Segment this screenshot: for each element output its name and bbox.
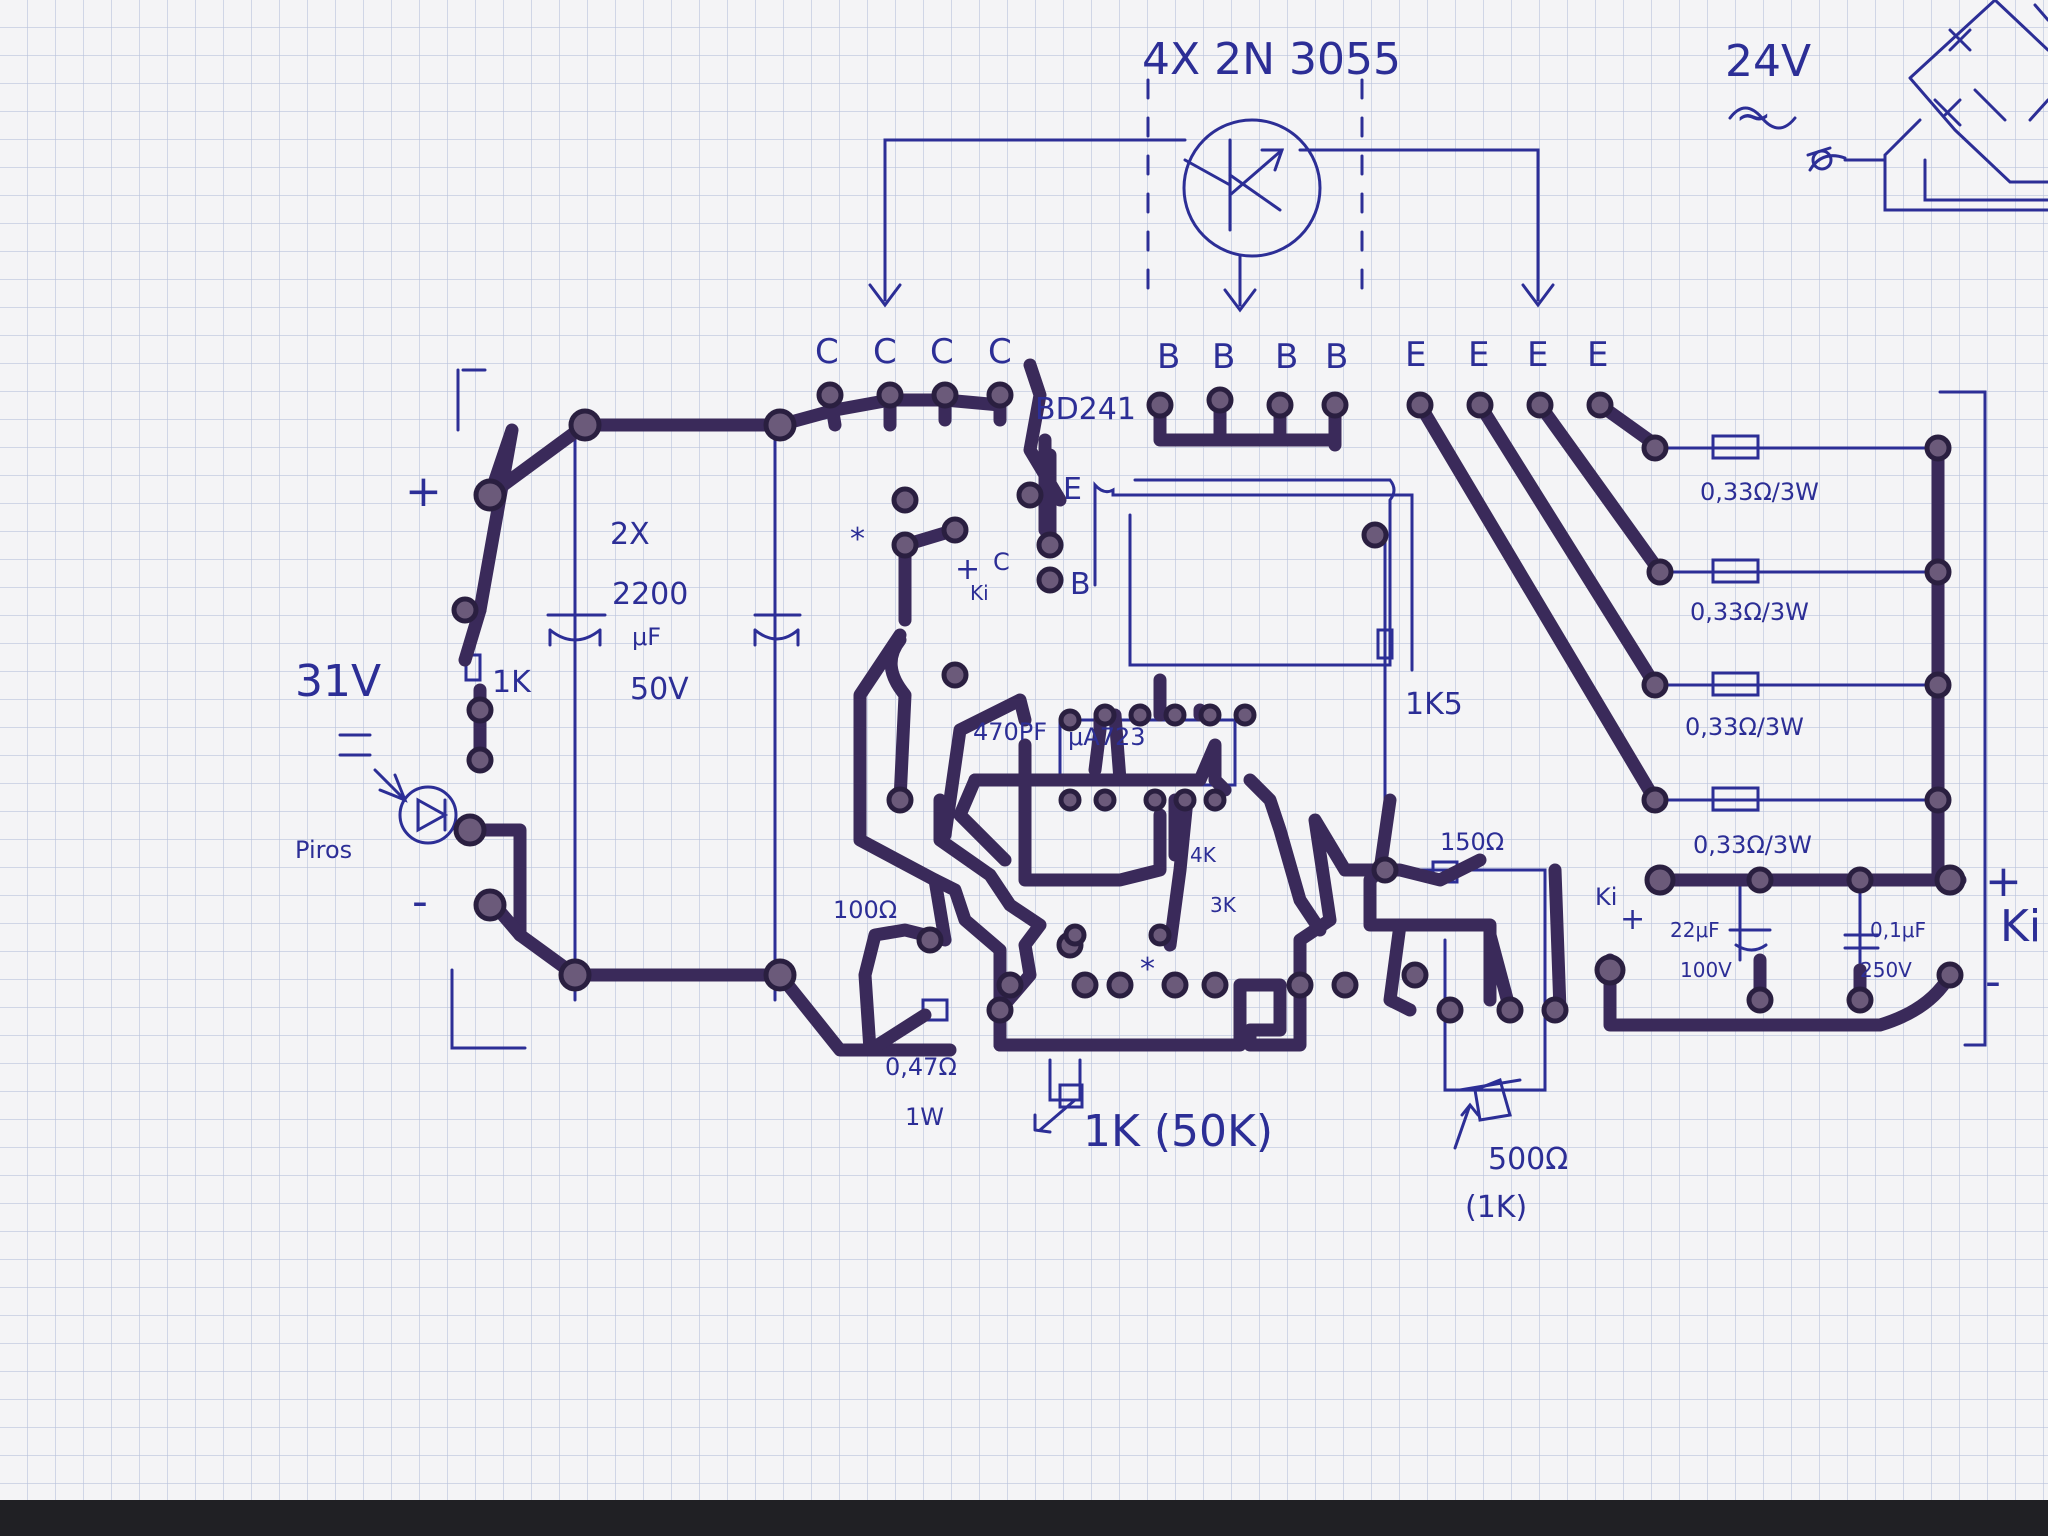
out-ki-big: Ki bbox=[2000, 901, 2042, 952]
resistor-047-power: 1W bbox=[905, 1103, 944, 1131]
emitter-pin-4: E bbox=[1587, 335, 1609, 375]
emitter-resistor-2: 0,33Ω/3W bbox=[1690, 598, 1809, 626]
ic-label: μA723 bbox=[1068, 723, 1146, 751]
star-mark-1: * bbox=[850, 522, 865, 557]
resistor-150: 150Ω bbox=[1440, 828, 1505, 856]
out-cap1-voltage: 100V bbox=[1680, 958, 1732, 982]
out-ki-label: Ki bbox=[1595, 883, 1618, 911]
small-4k: 4K bbox=[1190, 843, 1216, 867]
base-pin-2: B bbox=[1212, 337, 1236, 377]
resistor-047: 0,47Ω bbox=[885, 1053, 957, 1081]
solder-pads bbox=[451, 381, 1966, 1024]
driver-pin-c: C bbox=[993, 548, 1010, 576]
capacitor-unit: μF bbox=[632, 623, 662, 651]
bottom-shadow bbox=[0, 1500, 2048, 1536]
out-cap1-value: 22μF bbox=[1670, 918, 1720, 942]
small-3k: 3K bbox=[1210, 893, 1236, 917]
collector-pin-3: C bbox=[930, 332, 954, 372]
collector-pin-2: C bbox=[873, 332, 897, 372]
capacitor-voltage: 50V bbox=[630, 672, 689, 707]
pot-500-alt: (1K) bbox=[1465, 1190, 1528, 1225]
ac-symbol: ~ bbox=[1735, 91, 1772, 142]
driver-plus: + bbox=[955, 552, 981, 587]
base-pin-3: B bbox=[1275, 337, 1299, 377]
pot-1k: 1K (50K) bbox=[1083, 1106, 1274, 1157]
pot-500: 500Ω bbox=[1488, 1142, 1569, 1177]
emitter-pin-2: E bbox=[1468, 335, 1490, 375]
driver-pin-ki: Ki bbox=[970, 581, 989, 605]
capacitor-count: 2X bbox=[610, 517, 650, 552]
supply-voltage: 31V bbox=[295, 656, 382, 707]
led-label: Piros bbox=[295, 836, 353, 864]
cap-470pf: 470PF bbox=[973, 718, 1048, 746]
ink-lines bbox=[338, 0, 2048, 1150]
resistor-1k: 1K bbox=[492, 665, 531, 700]
emitter-pin-3: E bbox=[1527, 335, 1549, 375]
out-cap2-value: 0,1μF bbox=[1870, 918, 1927, 942]
star-mark-2: * bbox=[1140, 952, 1155, 987]
emitter-pin-1: E bbox=[1405, 335, 1427, 375]
out-cap-plus: + bbox=[1620, 902, 1646, 937]
emitter-resistor-3: 0,33Ω/3W bbox=[1685, 713, 1804, 741]
emitter-resistor-4: 0,33Ω/3W bbox=[1693, 831, 1812, 859]
ac-voltage: 24V bbox=[1725, 36, 1812, 87]
supply-plus: + bbox=[405, 466, 442, 517]
collector-pin-4: C bbox=[988, 332, 1012, 372]
driver-pin-e: E bbox=[1063, 472, 1082, 507]
out-plus: + bbox=[1985, 856, 2022, 907]
base-pin-4: B bbox=[1325, 337, 1349, 377]
base-pin-1: B bbox=[1157, 337, 1181, 377]
emitter-resistor-1: 0,33Ω/3W bbox=[1700, 478, 1819, 506]
resistor-100: 100Ω bbox=[833, 896, 898, 924]
capacitor-value: 2200 bbox=[612, 577, 689, 612]
transistor-label: 4X 2N 3055 bbox=[1142, 34, 1401, 85]
out-cap2-voltage: 250V bbox=[1860, 958, 1912, 982]
resistor-1k5: 1K5 bbox=[1405, 687, 1463, 722]
supply-minus: - bbox=[412, 876, 428, 927]
driver-pin-b: B bbox=[1070, 567, 1091, 602]
collector-pin-1: C bbox=[815, 332, 839, 372]
driver-label: BD241 bbox=[1035, 392, 1136, 427]
out-minus: - bbox=[1985, 956, 2001, 1007]
